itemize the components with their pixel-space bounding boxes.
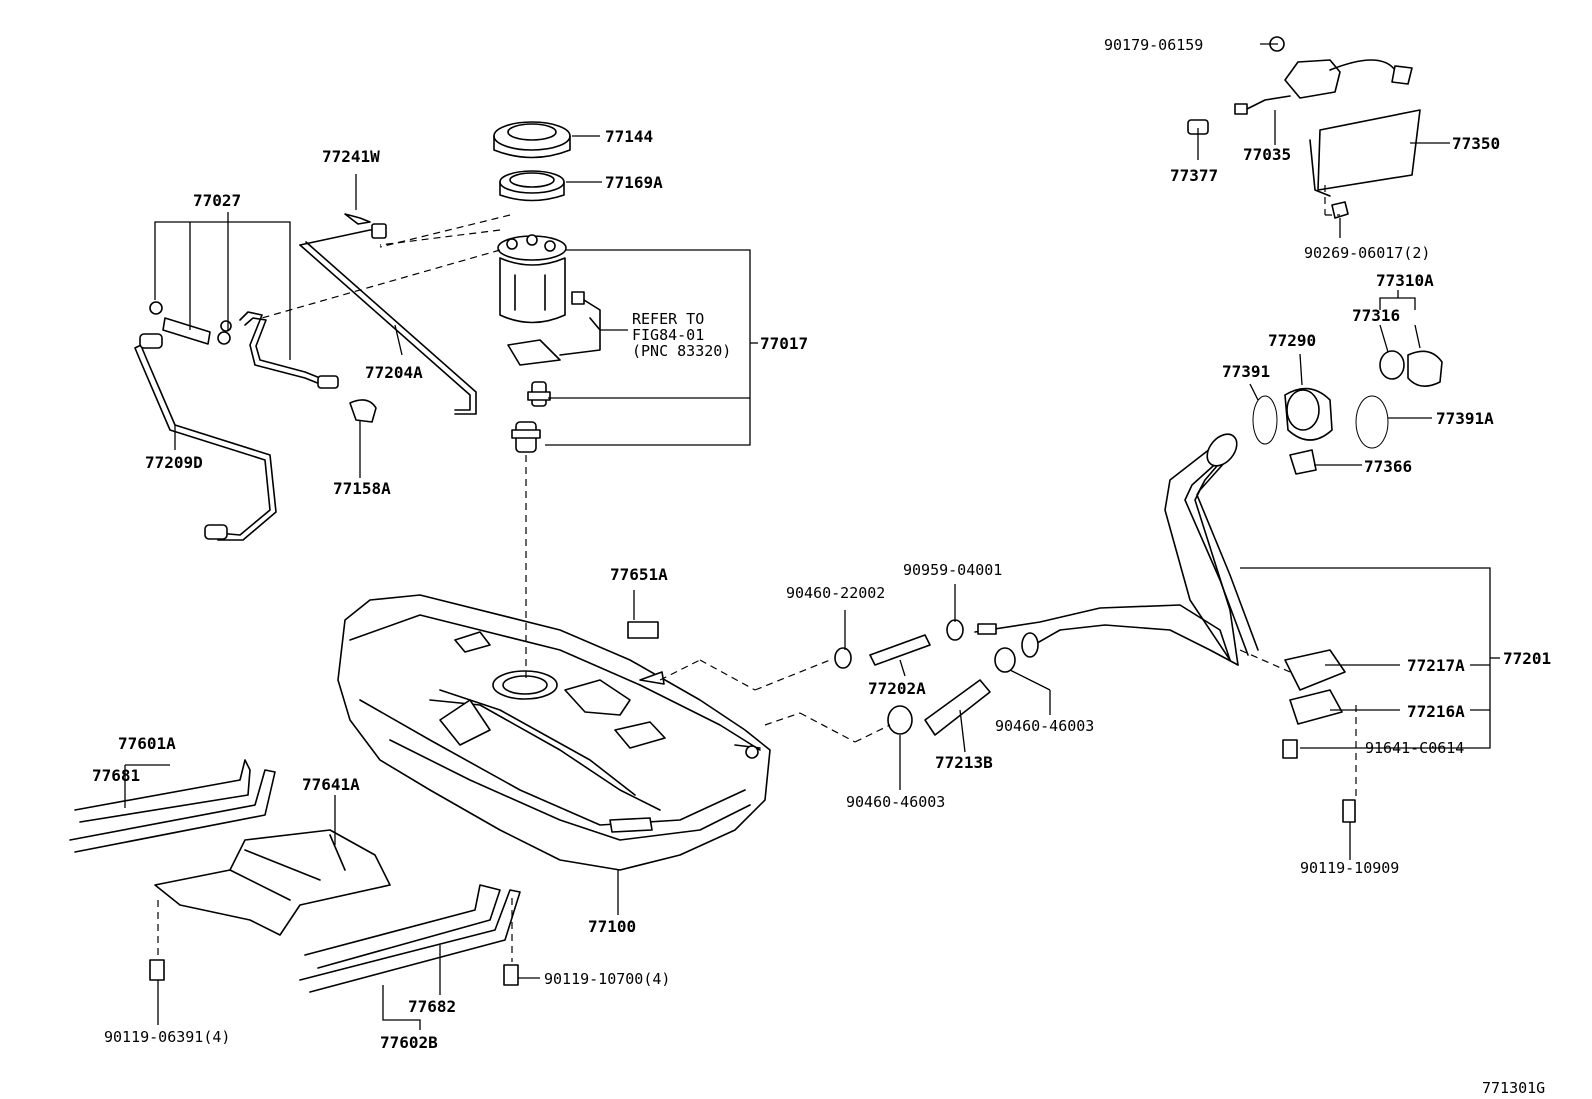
label-90179-06159: 90179-06159: [1104, 36, 1203, 54]
label-77681: 77681: [92, 766, 140, 785]
label-90119-10700: 90119-10700(4): [544, 970, 670, 988]
label-77202A: 77202A: [868, 679, 926, 698]
fuel-tank-illustration: [337, 594, 771, 871]
tank-bands-and-protector: [69, 739, 1356, 993]
label-77391: 77391: [1222, 362, 1270, 381]
label-90119-06391: 90119-06391(4): [104, 1028, 230, 1046]
figure-id: 771301G: [1482, 1079, 1545, 1097]
label-90460-22002: 90460-22002: [786, 584, 885, 602]
label-77100: 77100: [588, 917, 636, 936]
label-90959-04001: 90959-04001: [903, 561, 1002, 579]
label-77213B: 77213B: [935, 753, 993, 772]
vent-tubes-left: [134, 213, 477, 541]
label-77017: 77017: [760, 334, 808, 353]
label-77217A: 77217A: [1407, 656, 1465, 675]
label-77641A: 77641A: [302, 775, 360, 794]
label-77158A: 77158A: [333, 479, 391, 498]
label-77602B: 77602B: [380, 1033, 438, 1052]
label-77201: 77201: [1503, 649, 1551, 668]
label-77310A: 77310A: [1376, 271, 1434, 290]
filler-neck-assembly: [974, 433, 1346, 725]
label-fig84-01: FIG84-01: [632, 326, 704, 344]
label-77651A: 77651A: [610, 565, 668, 584]
label-77144: 77144: [605, 127, 653, 146]
label-91641-c0614: 91641-C0614: [1365, 739, 1464, 757]
label-77316: 77316: [1352, 306, 1400, 325]
label-77204A: 77204A: [365, 363, 423, 382]
label-77169A: 77169A: [605, 173, 663, 192]
label-77366: 77366: [1364, 457, 1412, 476]
fuel-cap-parts: [1252, 350, 1443, 449]
leader-lines: [124, 43, 1500, 1030]
label-77209D: 77209D: [145, 453, 203, 472]
label-77682: 77682: [408, 997, 456, 1016]
label-77601A: 77601A: [118, 734, 176, 753]
label-refer-to: REFER TO: [632, 310, 704, 328]
label-77216A: 77216A: [1407, 702, 1465, 721]
label-90269-06017: 90269-06017(2): [1304, 244, 1430, 262]
label-77027: 77027: [193, 191, 241, 210]
label-77377: 77377: [1170, 166, 1218, 185]
part-number-labels: 90179-06159 77377 77035 77350 90269-0601…: [92, 36, 1551, 1097]
label-77391A: 77391A: [1436, 409, 1494, 428]
label-77035: 77035: [1243, 145, 1291, 164]
hoses-and-clamps: [627, 619, 1016, 736]
label-77241W: 77241W: [322, 147, 380, 166]
label-77350: 77350: [1452, 134, 1500, 153]
fuel-door-parts: [1187, 36, 1421, 219]
label-77290: 77290: [1268, 331, 1316, 350]
label-90460-46003-right: 90460-46003: [995, 717, 1094, 735]
fuel-pump-assembly: [493, 121, 601, 453]
label-90460-46003-left: 90460-46003: [846, 793, 945, 811]
label-pnc-83320: (PNC 83320): [632, 342, 731, 360]
label-90119-10909: 90119-10909: [1300, 859, 1399, 877]
